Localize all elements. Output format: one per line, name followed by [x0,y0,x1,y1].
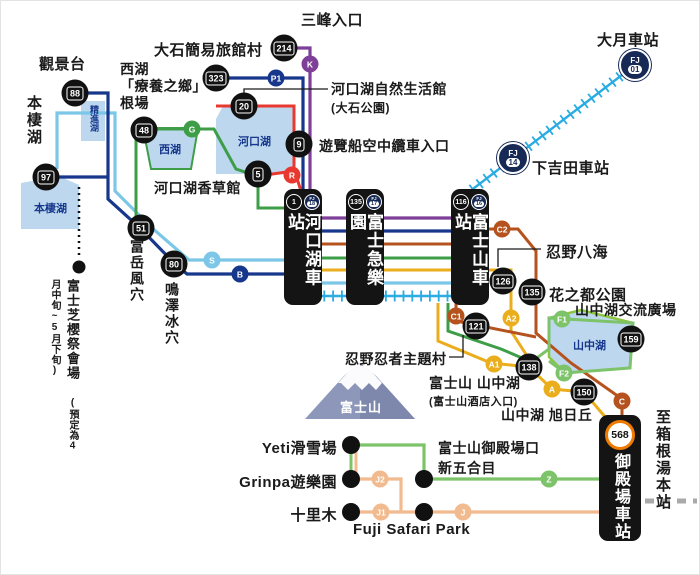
route-badge-A2: A2 [502,309,520,327]
route-badge-F1: F1 [553,310,571,328]
stop-badge-323: 323 [202,64,230,92]
label-mitsutoge: 三峰入口 [301,12,364,29]
route-badge-P1: P1 [267,69,285,87]
stop-number-badge: 135 [348,194,364,210]
stop-badge-88: 88 [61,79,89,107]
route-line-j [351,477,403,512]
lake-label-yamanakako: 山中湖 [573,340,606,352]
label-shibazakura-festival: 富士芝櫻祭會場 (預定為4月中旬~5月下旬) [49,279,80,452]
label-oishi-inn: 大石簡易旅館村 [154,42,263,59]
route-badge-G: G [183,120,201,138]
stop-badge-97: 97 [32,163,60,191]
label-otsuki-station: 大月車站 [597,32,660,49]
station-gotemba: 568 御殿場車站 [599,415,641,541]
route-badge-F2: F2 [555,364,573,382]
label-asahigaoka: 山中湖 旭日丘 [501,407,593,423]
station-name: 御殿場車站 [612,453,629,541]
route-badge-C: C [613,392,631,410]
label-grinpa: Grinpa遊樂園 [239,474,337,491]
stop-badge-48: 48 [130,116,158,144]
label-saiko-nenba: 西湖「療養之鄉」根場 [120,61,207,111]
route-badge-S: S [203,251,221,269]
label-ninja-village: 忍野忍者主題村 [345,351,447,367]
stop-number-badge: 1 [286,194,302,210]
label-kankeidai: 觀景台 [39,56,86,73]
route-badge-Z: Z [540,470,558,488]
stop-badge-214: 214 [270,34,298,62]
lake-label-saiko: 西湖 [159,144,181,156]
route-badge-B: B [231,265,249,283]
station-name: 富士急樂園 [347,213,383,287]
route-line-green [134,134,143,226]
route-badge-A1: A1 [485,355,503,373]
label-hotel-mtfuji: 富士山 山中湖 (富士山酒店入口) [429,375,521,408]
route-badge-K: K [301,55,319,73]
stop-badge-51: 51 [127,214,155,242]
stop-badge-135: 135 [518,278,546,306]
stop-badge-9: 9 [285,130,313,158]
lake-motosuko [21,176,79,229]
lake-shojiko [81,101,105,141]
route-badge-J2: J2 [371,470,389,488]
stop-number-badge: 116 [453,194,469,210]
stop-badge-5: 5 [244,160,272,188]
station-name: 富士山車站 [452,213,488,287]
label-gotembaguchi: 富士山御殿場口新五合目 [438,440,540,476]
label-herb-hall: 河口湖香草館 [154,180,241,196]
label-fugaku-wind-cave: 富岳風穴 [129,239,145,303]
lake-label-shojiko: 精進湖 [89,105,99,132]
label-yeti: Yeti滑雪場 [261,440,337,457]
route-badge-R: R [283,166,301,184]
stop-badge-126: 126 [489,267,517,295]
stop-badge-20: 20 [230,92,258,120]
mount-fuji-illustration [305,363,415,419]
stop-number-badge-568: 568 [605,420,635,450]
lake-label-kawaguchiko: 河口湖 [238,136,271,148]
label-hananomiyako: 花之都公園 [549,287,627,304]
shibazakura-dot [72,260,86,274]
route-line-z [351,443,599,481]
lake-label-motosuko: 本棲湖 [34,203,67,215]
lake-kawaguchiko [216,106,294,174]
route-badge-J1: J1 [372,503,390,521]
stop-badge-159: 159 [617,325,645,353]
route-line-sky [55,111,293,262]
route-badge-C2: C2 [493,220,511,238]
route-badge-J: J [454,503,472,521]
label-to-hakone: 至箱根湯本站 [654,409,671,511]
station-name: 河口湖車站 [285,213,321,287]
label-narusawa-ice-cave: 鳴澤冰穴 [164,282,180,346]
stop-badge-138: 138 [515,353,543,381]
label-ropeway: 遊覽船空中纜車入口 [319,138,450,154]
label-motosuko-west: 本棲湖 [25,95,42,146]
label-kirara-plaza: 山中湖交流廣場 [575,302,677,318]
label-seikatsukan: 河口湖自然生活館 (大石公園) [331,81,447,115]
stop-badge-80: 80 [160,250,188,278]
label-jurigi: 十里木 [290,507,337,524]
label-oshino-hakkai: 忍野八海 [546,244,609,261]
stop-badge-121: 121 [462,312,490,340]
route-badge-C1: C1 [447,307,465,325]
junction-dots [342,436,433,521]
stop-badge-150: 150 [570,378,598,406]
mount-fuji-label: 富士山 [340,400,383,415]
label-safari-park: Fuji Safari Park [353,521,471,538]
route-badge-A: A [543,380,561,398]
label-shimoyoshida-station: 下吉田車站 [532,160,610,177]
